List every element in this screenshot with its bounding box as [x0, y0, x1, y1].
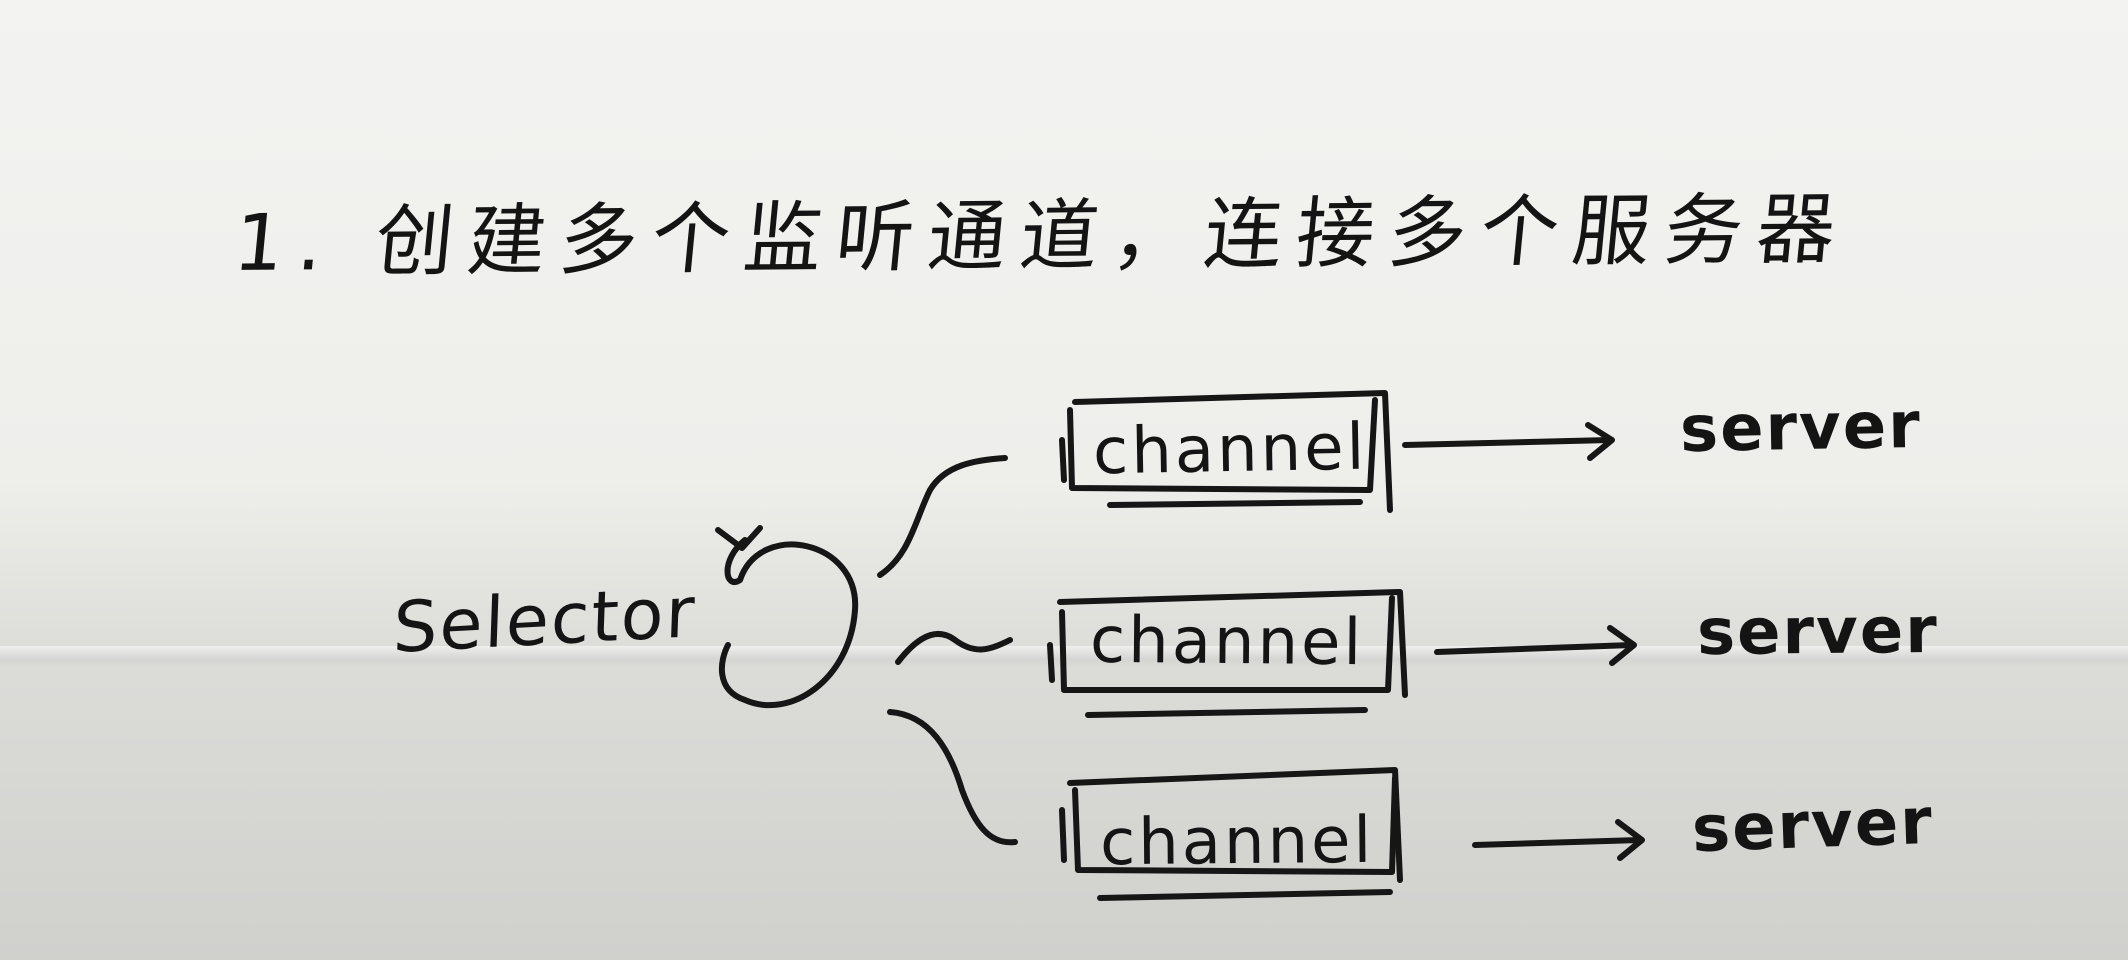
channel-box-3: [1059, 767, 1403, 901]
selector-loop-arrowhead: [715, 525, 763, 551]
server-label-3: server: [1690, 784, 1935, 868]
arrow-2: [1434, 625, 1637, 666]
branch-middle: [895, 631, 1013, 665]
branch-bottom: [887, 709, 1018, 846]
server-label-1: server: [1679, 388, 1923, 468]
note-title: 1. 创建多个监听通道，连接多个服务器: [229, 184, 1854, 290]
channel-label-3: channel: [1099, 803, 1375, 881]
channel-box-1: [1059, 390, 1393, 513]
selector-loop: [718, 537, 859, 708]
arrow-1: [1402, 422, 1615, 461]
channel-box-2: [1047, 589, 1408, 718]
arrow-3: [1472, 819, 1645, 861]
selector-label: Selector: [391, 570, 698, 670]
channel-label-1: channel: [1092, 410, 1368, 490]
branch-top: [877, 455, 1008, 578]
server-label-2: server: [1696, 593, 1940, 671]
channel-label-2: channel: [1089, 603, 1365, 681]
